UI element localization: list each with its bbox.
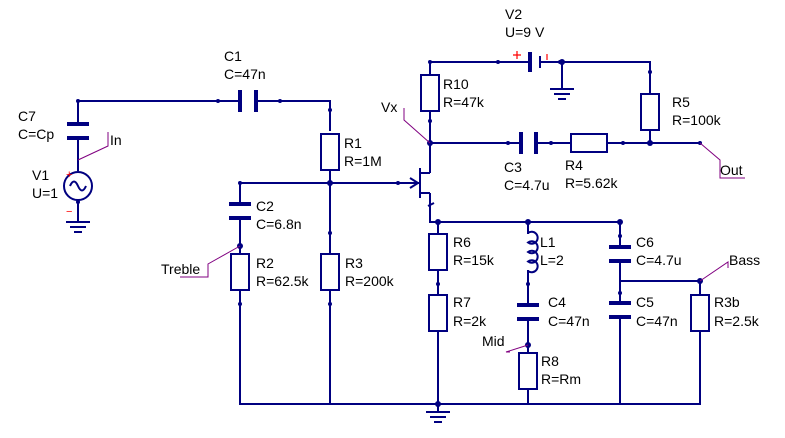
capacitor-c1[interactable]	[238, 90, 258, 112]
junction-dot	[435, 219, 441, 225]
junction-dot	[525, 219, 531, 225]
label-l1-value: L=2	[540, 252, 564, 268]
resistor-r7[interactable]	[428, 294, 448, 332]
net-label-in: In	[110, 132, 122, 148]
resistor-r8[interactable]	[518, 352, 538, 390]
label-r4-value: R=5.62k	[565, 175, 619, 191]
label-c4-value: C=47n	[548, 313, 590, 329]
label-c1-name: C1	[224, 48, 242, 64]
ground-v1	[66, 221, 90, 233]
label-c7-value: C=Cp	[18, 126, 54, 142]
label-c7-name: C7	[18, 108, 36, 124]
label-r8-name: R8	[541, 353, 559, 369]
net-label-treble: Treble	[161, 261, 200, 277]
junction-dot	[647, 140, 653, 146]
ground-v2	[550, 88, 574, 100]
net-label-bass: Bass	[729, 252, 760, 268]
resistor-r10[interactable]	[420, 74, 440, 112]
label-r3-value: R=200k	[345, 273, 395, 289]
label-r2-value: R=62.5k	[256, 273, 310, 289]
label-r5-value: R=100k	[672, 112, 722, 128]
junction-dot	[617, 219, 623, 225]
resistor-r3[interactable]	[320, 253, 340, 291]
label-r3b-name: R3b	[714, 294, 740, 310]
label-v2-name: V2	[505, 6, 522, 22]
resistor-r5[interactable]	[640, 93, 660, 131]
capacitor-c4[interactable]	[517, 303, 539, 321]
net-labels: In Out Vx Treble Bass Mid	[110, 99, 760, 349]
label-c1-value: C=47n	[224, 66, 266, 82]
label-c4-name: C4	[548, 294, 566, 310]
label-r4-name: R4	[565, 157, 583, 173]
label-v2-value: U=9 V	[505, 24, 545, 40]
component-labels: V2 U=9 V C1 C=47n C7 C=Cp V1 U=1 R10 R=4…	[18, 6, 760, 387]
label-c6-name: C6	[636, 234, 654, 250]
label-r8-value: R=Rm	[541, 371, 581, 387]
ground-main	[426, 404, 450, 423]
label-l1-name: L1	[540, 234, 556, 250]
jfet-transistor[interactable]	[398, 168, 435, 208]
label-c6-value: C=4.7u	[636, 252, 682, 268]
voltage-source-v1[interactable]: + −	[63, 169, 93, 218]
label-c5-name: C5	[636, 294, 654, 310]
resistor-r4[interactable]	[570, 133, 608, 153]
net-label-out: Out	[720, 162, 743, 178]
label-r1-value: R=1M	[344, 153, 382, 169]
capacitor-c6[interactable]	[609, 245, 631, 263]
label-r6-value: R=15k	[453, 252, 495, 268]
junctions	[237, 59, 703, 407]
label-r10-name: R10	[443, 76, 469, 92]
resistor-r6[interactable]	[428, 233, 448, 271]
net-label-leaders	[77, 108, 745, 353]
net-label-vx: Vx	[381, 99, 397, 115]
battery-v2[interactable]	[513, 51, 548, 72]
label-c3-value: C=4.7u	[504, 177, 550, 193]
capacitor-c7[interactable]	[67, 122, 89, 140]
resistor-r3b[interactable]	[690, 294, 710, 332]
label-c3-name: C3	[504, 159, 522, 175]
v1-minus-sign: −	[66, 206, 72, 218]
label-c2-value: C=6.8n	[256, 216, 302, 232]
resistor-r2[interactable]	[230, 253, 250, 291]
label-r1-name: R1	[344, 135, 362, 151]
label-r10-value: R=47k	[443, 94, 485, 110]
net-label-mid: Mid	[482, 333, 505, 349]
label-r5-name: R5	[672, 94, 690, 110]
inductor-l1[interactable]	[526, 230, 539, 274]
v1-plus-sign: +	[66, 169, 72, 181]
label-c2-name: C2	[256, 198, 274, 214]
label-v1-name: V1	[32, 167, 49, 183]
label-r3-name: R3	[345, 255, 363, 271]
label-r2-name: R2	[256, 255, 274, 271]
resistor-r1[interactable]	[320, 133, 340, 171]
label-r3b-value: R=2.5k	[714, 313, 760, 329]
capacitor-c5[interactable]	[609, 301, 631, 319]
label-r7-value: R=2k	[453, 313, 487, 329]
label-r6-name: R6	[453, 234, 471, 250]
capacitor-c2[interactable]	[229, 202, 251, 220]
label-v1-value: U=1	[32, 185, 58, 201]
label-r7-name: R7	[453, 294, 471, 310]
capacitor-c3[interactable]	[519, 132, 538, 154]
label-c5-value: C=47n	[636, 313, 678, 329]
